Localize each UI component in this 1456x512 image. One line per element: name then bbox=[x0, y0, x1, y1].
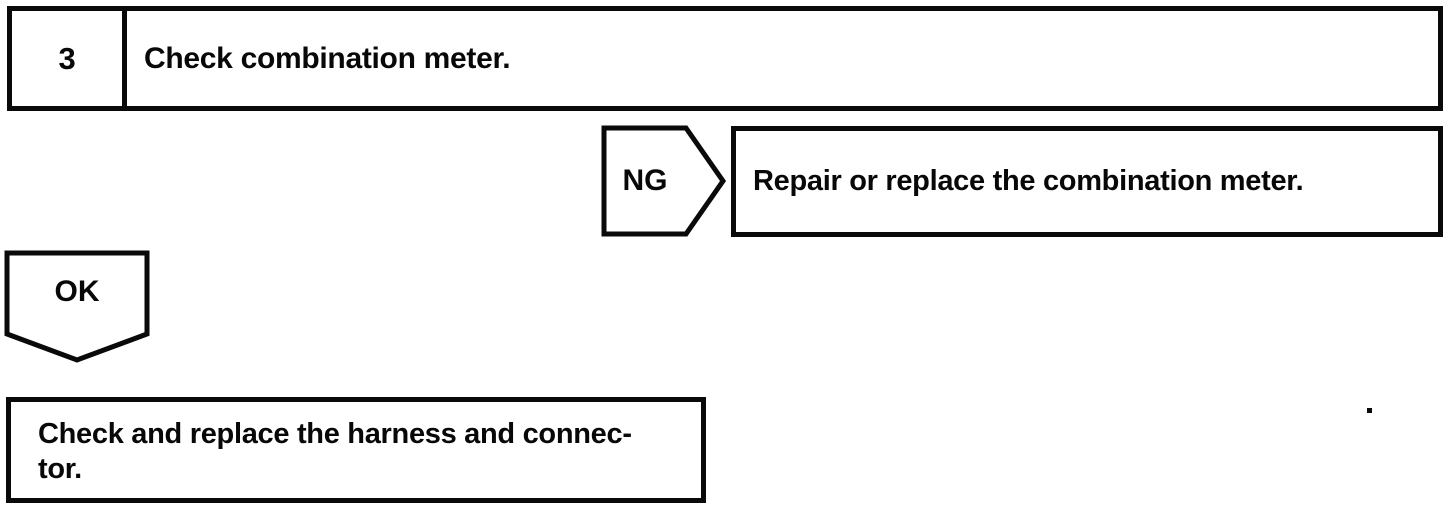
step-box: 3 Check combination meter. bbox=[7, 6, 1443, 111]
ok-label: OK bbox=[54, 275, 100, 308]
ok-action-box: Check and replace the harness and connec… bbox=[6, 397, 706, 503]
ng-action-text: Repair or replace the combination meter. bbox=[753, 165, 1304, 197]
ng-connector: NG bbox=[601, 125, 727, 237]
ng-action-box: Repair or replace the combination meter. bbox=[731, 126, 1443, 237]
scan-speck bbox=[1367, 408, 1372, 413]
ng-arrow-pentagon-icon bbox=[601, 125, 727, 237]
ok-action-text-line1: Check and replace the harness and connec… bbox=[38, 418, 632, 450]
step-instruction: Check combination meter. bbox=[144, 41, 511, 75]
ok-action-text-line2: tor. bbox=[38, 453, 82, 485]
step-number: 3 bbox=[12, 11, 127, 106]
ok-arrow-pentagon-icon bbox=[4, 250, 150, 363]
ok-connector: OK bbox=[4, 250, 150, 364]
ng-label: NG bbox=[622, 164, 668, 197]
